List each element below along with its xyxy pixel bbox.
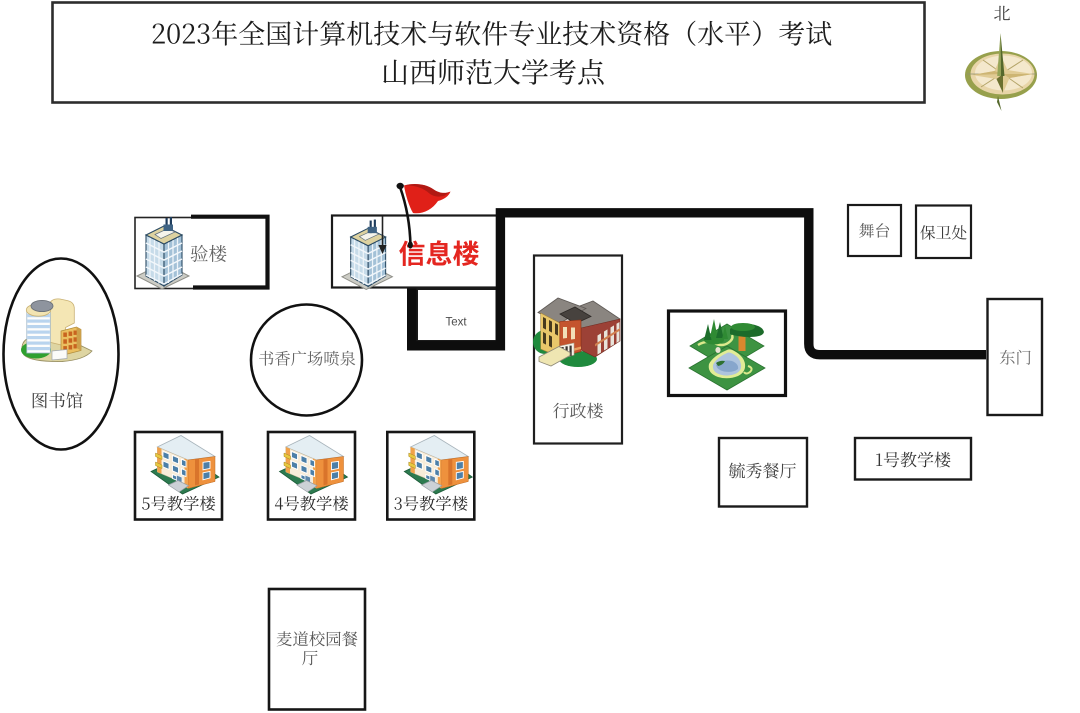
- svg-text:Text: Text: [445, 317, 467, 329]
